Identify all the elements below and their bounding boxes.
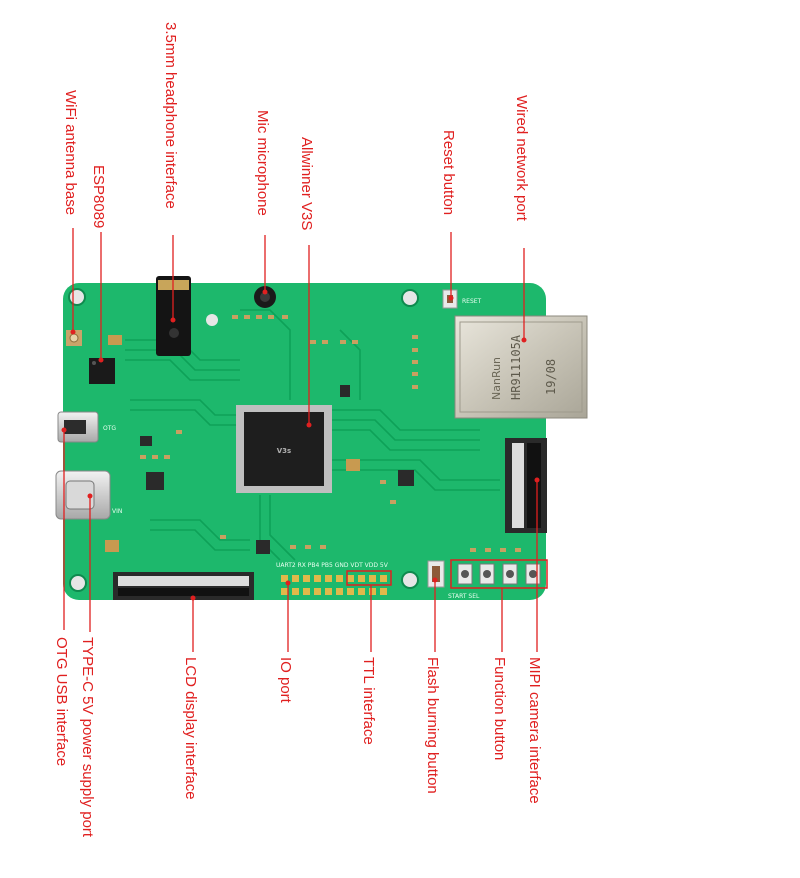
label-ethernet: Wired network port — [513, 95, 530, 222]
reset-silk: RESET — [462, 298, 482, 305]
ethernet-port[interactable]: NanRun HR911105A 19/08 — [454, 315, 588, 419]
mounting-hole — [206, 314, 218, 326]
leader-lines — [61, 228, 540, 652]
mic-microphone — [254, 286, 276, 308]
mounting-hole — [68, 288, 86, 306]
start-sel-silk: START SEL — [448, 593, 480, 600]
otg-usb-port[interactable] — [57, 411, 99, 443]
pcb-traces — [125, 309, 500, 561]
label-esp8089: ESP8089 — [90, 165, 107, 228]
io-silk: UART2 RX PB4 PB5 GND VDT VDD 5V — [276, 562, 389, 569]
label-v3s: Allwinner V3S — [298, 137, 315, 230]
label-wifi-antenna: WiFi antenna base — [62, 90, 79, 215]
mounting-hole — [69, 574, 87, 592]
function-button-highlight-box — [450, 559, 548, 589]
label-reset: Reset button — [440, 130, 457, 215]
label-headphone: 3.5mm headphone interface — [162, 22, 179, 209]
esp8089-chip — [89, 358, 115, 384]
wifi-antenna-connector — [66, 330, 82, 346]
label-flash-burn: Flash burning button — [424, 657, 441, 794]
eth-brand: NanRun — [490, 357, 503, 400]
eth-model: HR911105A — [509, 334, 523, 400]
io-pins-row-top — [281, 575, 387, 582]
typec-power-port[interactable] — [55, 470, 111, 520]
passive-components — [140, 315, 521, 552]
flash-burn-button[interactable] — [427, 560, 445, 588]
v3s-soc: V3s — [236, 405, 332, 493]
eth-code: 19/08 — [544, 359, 558, 395]
label-lcd: LCD display interface — [182, 657, 199, 800]
label-otg-usb: OTG USB interface — [53, 637, 70, 766]
ic-components — [105, 335, 414, 554]
label-io-port: IO port — [277, 657, 294, 704]
label-typec-power: TYPE-C 5V power supply port — [79, 637, 96, 838]
io-header[interactable]: UART2 RX PB4 PB5 GND VDT VDD 5V — [276, 562, 389, 595]
io-pins-row-bottom — [281, 588, 387, 595]
label-mic: Mic microphone — [254, 110, 271, 216]
mipi-camera-connector[interactable] — [505, 438, 547, 533]
vin-silk: VIN — [112, 508, 122, 515]
otg-silk: OTG — [103, 425, 116, 432]
label-ttl: TTL interface — [360, 657, 377, 745]
ttl-highlight-box — [346, 570, 392, 586]
mounting-hole — [401, 289, 419, 307]
callout-labels: WiFi antenna base ESP8089 3.5mm headphon… — [53, 22, 543, 838]
mounting-hole — [401, 571, 419, 589]
soc-label: V3s — [277, 447, 291, 455]
label-mipi-camera: MIPI camera interface — [526, 657, 543, 804]
lcd-connector[interactable] — [113, 572, 254, 600]
label-function-button: Function button — [491, 657, 508, 760]
